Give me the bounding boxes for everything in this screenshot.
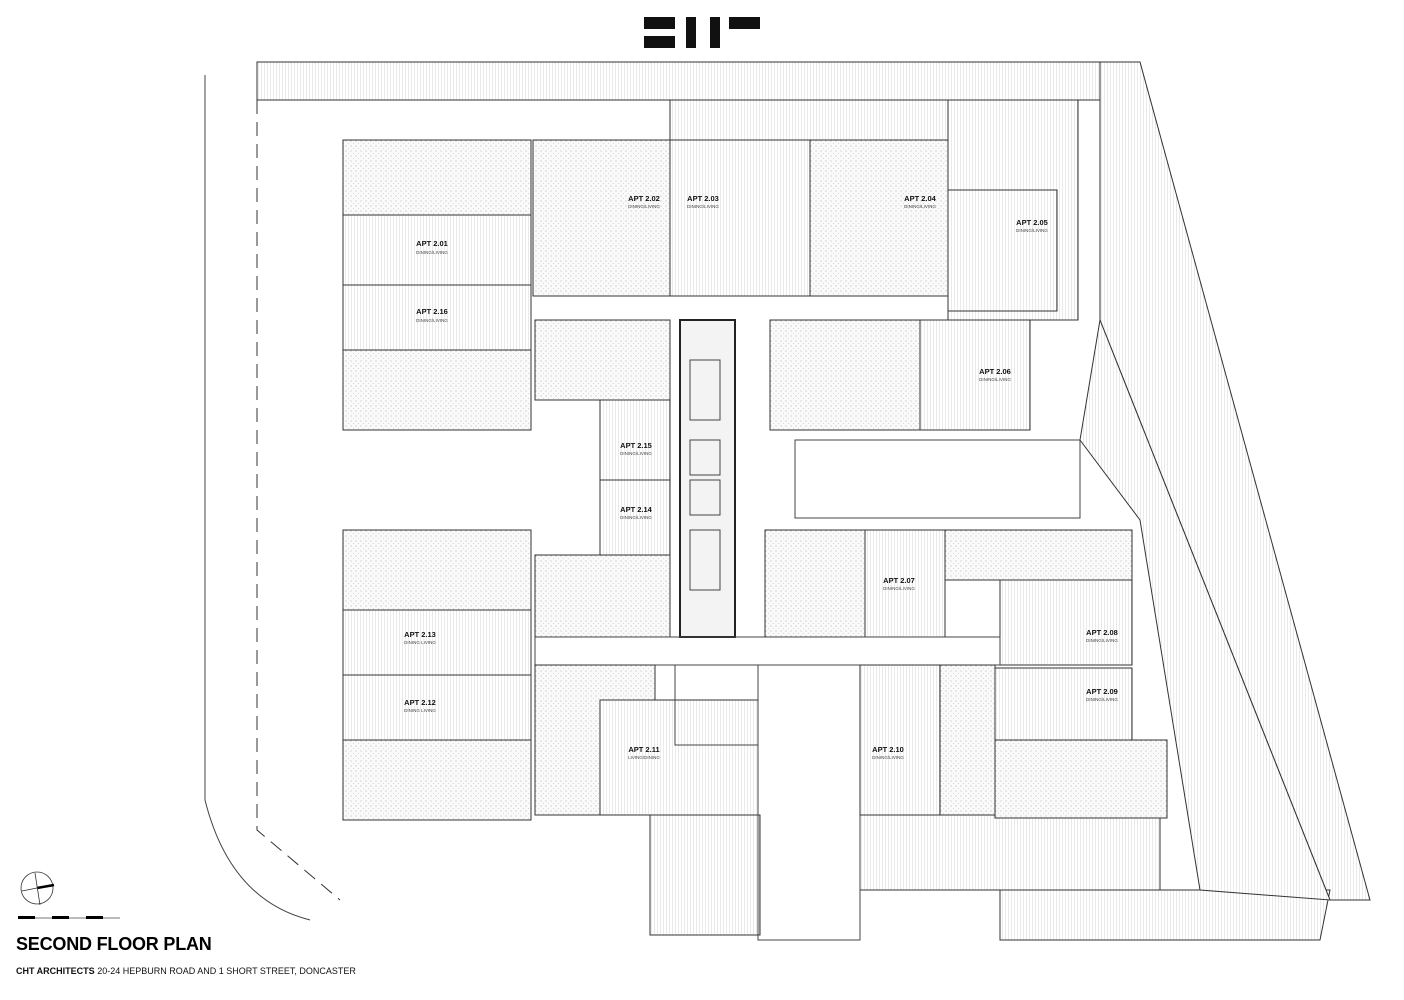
room-label: DINING/LIVING	[872, 755, 904, 760]
room-label: DINING/LIVING	[1086, 638, 1118, 643]
apt-label: APT 2.03	[687, 194, 719, 203]
north-arrow-icon	[20, 871, 55, 906]
apt-label: APT 2.06	[979, 367, 1011, 376]
room-label: DINING/LIVING	[904, 204, 936, 209]
apt-label: APT 2.16	[416, 307, 448, 316]
terraces	[649, 99, 1331, 936]
room-label: DINING/LIVING	[620, 451, 652, 456]
apt-label: APT 2.01	[416, 239, 448, 248]
room-label: DINING/LIVING	[1016, 228, 1048, 233]
apt-label: APT 2.12	[404, 698, 436, 707]
apartment-blocks	[342, 139, 1168, 941]
room-label: DINING LIVING	[404, 640, 436, 645]
drawing-title: SECOND FLOOR PLAN	[16, 934, 212, 954]
drawing-subtitle: CHT ARCHITECTS 20-24 HEPBURN ROAD AND 1 …	[16, 966, 356, 976]
apt-label: APT 2.10	[872, 745, 904, 754]
apt-label: APT 2.02	[628, 194, 660, 203]
project-address: 20-24 HEPBURN ROAD AND 1 SHORT STREET, D…	[97, 966, 356, 976]
room-label: DINING/LIVING	[687, 204, 719, 209]
room-label: DINING/LIVING	[1086, 697, 1118, 702]
apt-label: APT 2.14	[620, 505, 653, 514]
apt-label: APT 2.11	[628, 745, 659, 754]
apt-label: APT 2.05	[1016, 218, 1048, 227]
scale-bar	[18, 916, 120, 919]
room-label: DINING/LIVING	[979, 377, 1011, 382]
apt-label: APT 2.04	[904, 194, 937, 203]
room-label: DINING/LIVING	[628, 204, 660, 209]
apt-label: APT 2.09	[1086, 687, 1118, 696]
apartment-labels: APT 2.01 DINING/LIVING APT 2.02 DINING/L…	[404, 194, 1118, 760]
room-label: DINING LIVING	[404, 708, 436, 713]
apt-label: APT 2.08	[1086, 628, 1118, 637]
room-label: DINING/LIVING	[883, 586, 915, 591]
room-label: DINING/LIVING	[416, 318, 448, 323]
apt-label: APT 2.15	[620, 441, 652, 450]
apt-label: APT 2.07	[883, 576, 915, 585]
apt-label: APT 2.13	[404, 630, 436, 639]
firm-name: CHT ARCHITECTS	[16, 966, 95, 976]
room-label: DINING/LIVING	[620, 515, 652, 520]
cht-logo	[644, 17, 760, 48]
room-label: LIVING/DINING	[628, 755, 660, 760]
site-boundary	[204, 61, 1371, 941]
room-label: DINING/LIVING	[416, 250, 448, 255]
